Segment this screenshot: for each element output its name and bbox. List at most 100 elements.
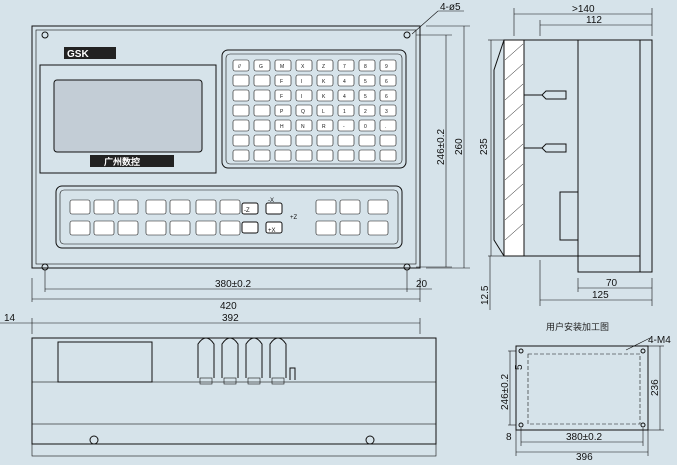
- function-key: [169, 220, 191, 236]
- axis-key: [265, 202, 283, 215]
- keypad-key: [253, 89, 271, 102]
- axis-key-label: +Z: [290, 215, 298, 221]
- keypad-key: [295, 149, 313, 162]
- keypad-key-label: 5: [364, 94, 367, 100]
- keypad-key: [295, 89, 313, 102]
- keypad-key-label: 0: [364, 124, 367, 130]
- dim-20: 20: [416, 279, 428, 290]
- keypad-key: [379, 149, 397, 162]
- keypad-key: [253, 74, 271, 87]
- keypad-key: [337, 149, 355, 162]
- keypad-key: [253, 134, 271, 147]
- keypad-key-label: P: [280, 109, 284, 115]
- brand-text: 广州数控: [104, 156, 140, 167]
- bottom-knobs: [197, 337, 287, 385]
- keypad-key: [253, 119, 271, 132]
- bottom-view: 392 14: [0, 313, 437, 457]
- keypad-key-label: 7: [343, 64, 346, 70]
- function-panel: [55, 185, 403, 249]
- gsk-logo: [64, 47, 116, 59]
- keypad-key: [232, 119, 250, 132]
- front-panel-outline: [31, 25, 421, 269]
- function-panel-inner: [59, 189, 399, 245]
- mount-hole-icon: [403, 31, 411, 39]
- function-key: [117, 220, 139, 236]
- keypad-key-label: L: [322, 109, 325, 115]
- side-bracket: [559, 191, 579, 241]
- dim-12-5: 12.5: [480, 285, 491, 305]
- keypad-key: [316, 119, 334, 132]
- keypad-key: [316, 59, 334, 72]
- bottom-lip: [31, 443, 437, 457]
- cutout-drawing: 用户安装加工图 4-M4 246±0.2 5 236 380±0.2 396 8: [500, 321, 671, 463]
- keypad-key-label: N: [301, 124, 305, 130]
- cutout-hole-icon: [640, 348, 646, 354]
- side-rear: [577, 39, 641, 273]
- dim-420: 420: [220, 301, 237, 312]
- keypad-key: [232, 149, 250, 162]
- dim-380: 380±0.2: [215, 279, 252, 290]
- dim-140: >140: [572, 4, 595, 15]
- keypad-key: [295, 104, 313, 117]
- function-key: [219, 220, 241, 236]
- keypad-key-label: I: [301, 94, 302, 100]
- function-key: [93, 220, 115, 236]
- lcd-screen: [53, 79, 203, 153]
- keypad-key-label: 6: [385, 79, 388, 85]
- bottom-knob: [221, 337, 239, 378]
- side-connector-strip: [639, 39, 653, 273]
- keypad-key-label: H: [280, 124, 284, 130]
- keypad-key-label: F: [280, 79, 283, 85]
- keypad-key: [358, 149, 376, 162]
- keypad-key-label: X: [301, 64, 305, 70]
- keypad-key: [358, 59, 376, 72]
- knob: [524, 90, 567, 100]
- dim-260: 260: [454, 138, 465, 155]
- mount-hole-icon: [403, 263, 411, 271]
- keypad-key-label: K: [322, 94, 326, 100]
- bottom-knob: [197, 337, 215, 378]
- cutout-title: 用户安装加工图: [546, 321, 609, 332]
- dim-112: 112: [586, 15, 602, 26]
- keypad-key-label: 5: [364, 79, 367, 85]
- keypad-key-label: R: [322, 124, 326, 130]
- keypad-frame: [221, 49, 407, 169]
- side-view: >140 112 235 70 125 12.5: [479, 4, 653, 310]
- cutout-hole-icon: [518, 348, 524, 354]
- dim-235: 235: [479, 138, 490, 155]
- keypad-key: [253, 149, 271, 162]
- cutout-dim-246: 246±0.2: [500, 373, 511, 410]
- dim-392: 392: [222, 313, 239, 324]
- axis-key-label: -X: [268, 198, 274, 204]
- lcd-frame: [39, 64, 217, 174]
- cutout-dim-5: 5: [514, 364, 525, 370]
- keypad-key: [316, 104, 334, 117]
- keypad-key-label: Z: [322, 64, 325, 70]
- dim-125: 125: [592, 290, 609, 301]
- keypad-key: [379, 119, 397, 132]
- keypad-key-label: G: [259, 64, 263, 70]
- keypad-key: [337, 74, 355, 87]
- keypad-key: [337, 59, 355, 72]
- cutout-dim-396: 396: [576, 452, 593, 463]
- cutout-dim-380: 380±0.2: [566, 432, 603, 443]
- cutout-hole-icon: [640, 422, 646, 428]
- keypad-key: [232, 59, 250, 72]
- keypad-key: [337, 104, 355, 117]
- function-key: [367, 199, 389, 215]
- cutout-opening: [527, 353, 641, 425]
- function-key: [315, 199, 337, 215]
- keypad-key: [316, 74, 334, 87]
- bottom-knob-base: [271, 377, 285, 385]
- keypad-key: [358, 119, 376, 132]
- dim-70: 70: [606, 278, 618, 289]
- bottom-hole-icon: [365, 435, 375, 445]
- side-panel-front: [503, 39, 525, 257]
- keypad-key: [379, 59, 397, 72]
- front-panel-bezel: [35, 29, 417, 265]
- keypad-key-label: 8: [364, 64, 367, 70]
- function-key: [69, 220, 91, 236]
- keypad-key-label: F: [280, 94, 283, 100]
- bottom-knob: [269, 337, 287, 378]
